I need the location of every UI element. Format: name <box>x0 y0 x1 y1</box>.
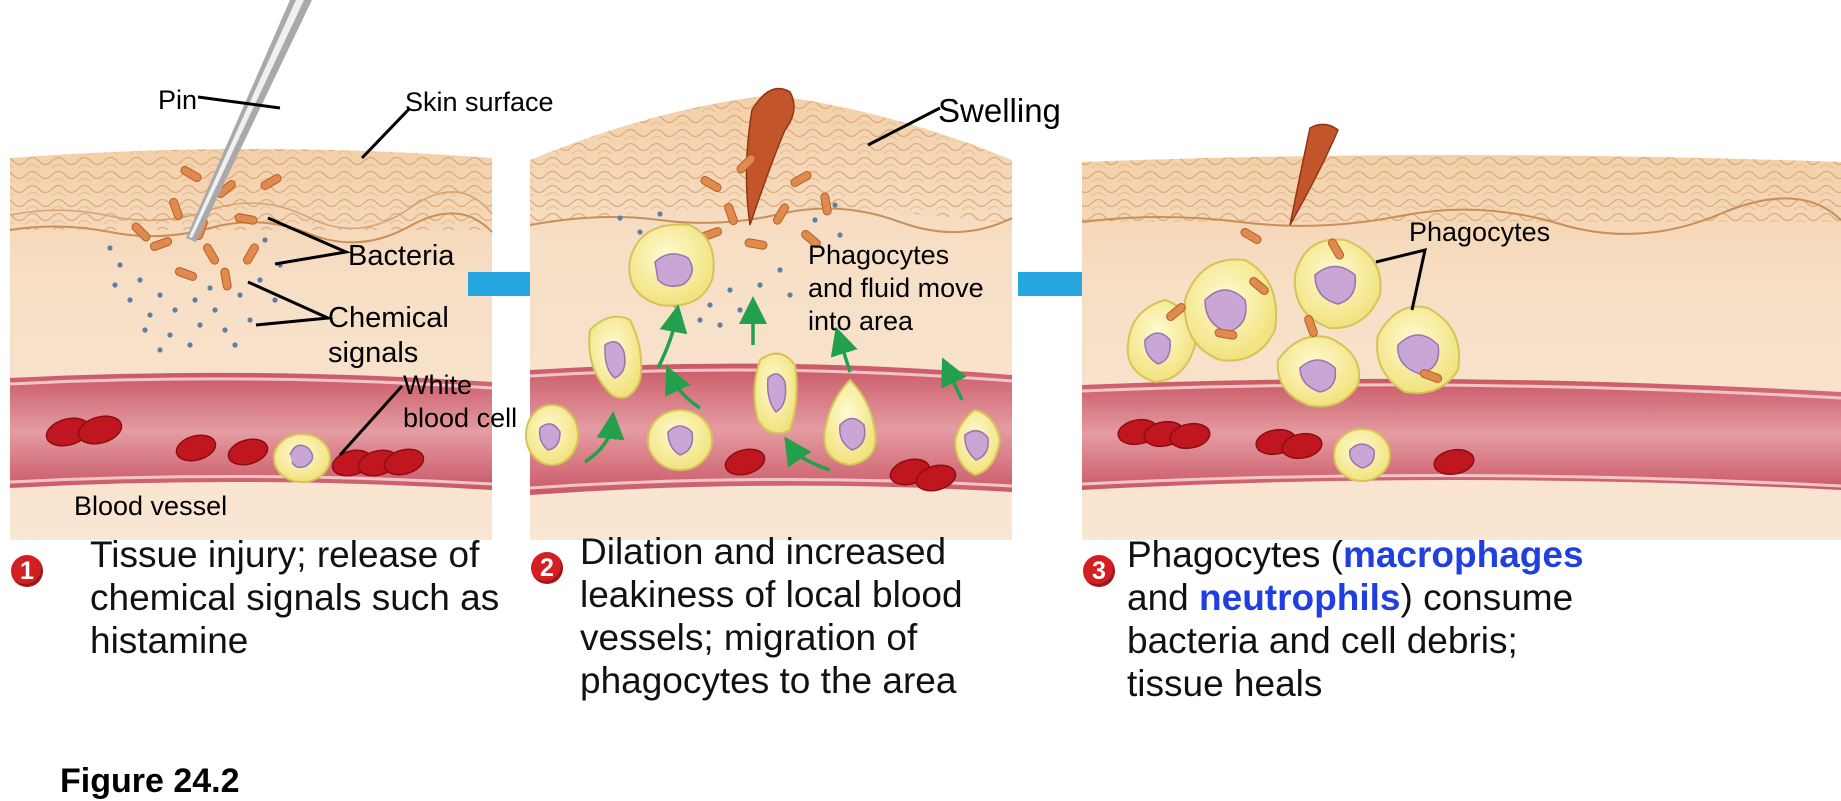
label-phagocytes-move-2: and fluid move <box>808 273 984 304</box>
label-swelling: Swelling <box>938 92 1061 130</box>
caption-2-line-4: phagocytes to the area <box>580 659 963 702</box>
label-chemical-signals-2: signals <box>328 337 418 370</box>
caption-step-3: Phagocytes (macrophages and neutrophils)… <box>1127 533 1584 705</box>
caption-3-line-3: bacteria and cell debris; <box>1127 619 1584 662</box>
step-1-badge: 1 <box>11 555 43 587</box>
step-3-badge: 3 <box>1083 555 1115 587</box>
caption-2-line-1: Dilation and increased <box>580 530 963 573</box>
step-2-badge: 2 <box>531 552 563 584</box>
panel-1-tissue <box>10 149 492 540</box>
caption-2-line-3: vessels; migration of <box>580 616 963 659</box>
label-phagocytes: Phagocytes <box>1409 217 1550 248</box>
caption-2-line-2: leakiness of local blood <box>580 573 963 616</box>
label-blood-vessel: Blood vessel <box>74 491 227 522</box>
label-bacteria: Bacteria <box>348 240 454 273</box>
caption-1-line-3: histamine <box>90 619 499 662</box>
label-white-blood-cell-2: blood cell <box>403 403 517 434</box>
label-phagocytes-move-3: into area <box>808 306 913 337</box>
label-skin-surface: Skin surface <box>405 87 554 118</box>
caption-3-line-1: Phagocytes (macrophages <box>1127 533 1584 576</box>
macrophages-term: macrophages <box>1343 534 1584 575</box>
caption-3-text-2c: ) consume <box>1400 577 1573 618</box>
panel-1-white-blood-cell <box>274 434 330 482</box>
caption-step-2: Dilation and increased leakiness of loca… <box>580 530 963 702</box>
caption-step-1: Tissue injury; release of chemical signa… <box>90 533 499 662</box>
label-white-blood-cell-1: White <box>403 370 472 401</box>
neutrophils-term: neutrophils <box>1199 577 1400 618</box>
caption-3-text-2a: and <box>1127 577 1199 618</box>
caption-1-line-2: chemical signals such as <box>90 576 499 619</box>
label-chemical-signals-1: Chemical <box>328 302 449 335</box>
label-phagocytes-move-1: Phagocytes <box>808 240 949 271</box>
caption-1-line-1: Tissue injury; release of <box>90 533 499 576</box>
caption-3-text-1a: Phagocytes ( <box>1127 534 1343 575</box>
figure-label: Figure 24.2 <box>60 762 240 801</box>
caption-3-line-2: and neutrophils) consume <box>1127 576 1584 619</box>
caption-3-line-4: tissue heals <box>1127 662 1584 705</box>
label-pin: Pin <box>158 85 197 116</box>
